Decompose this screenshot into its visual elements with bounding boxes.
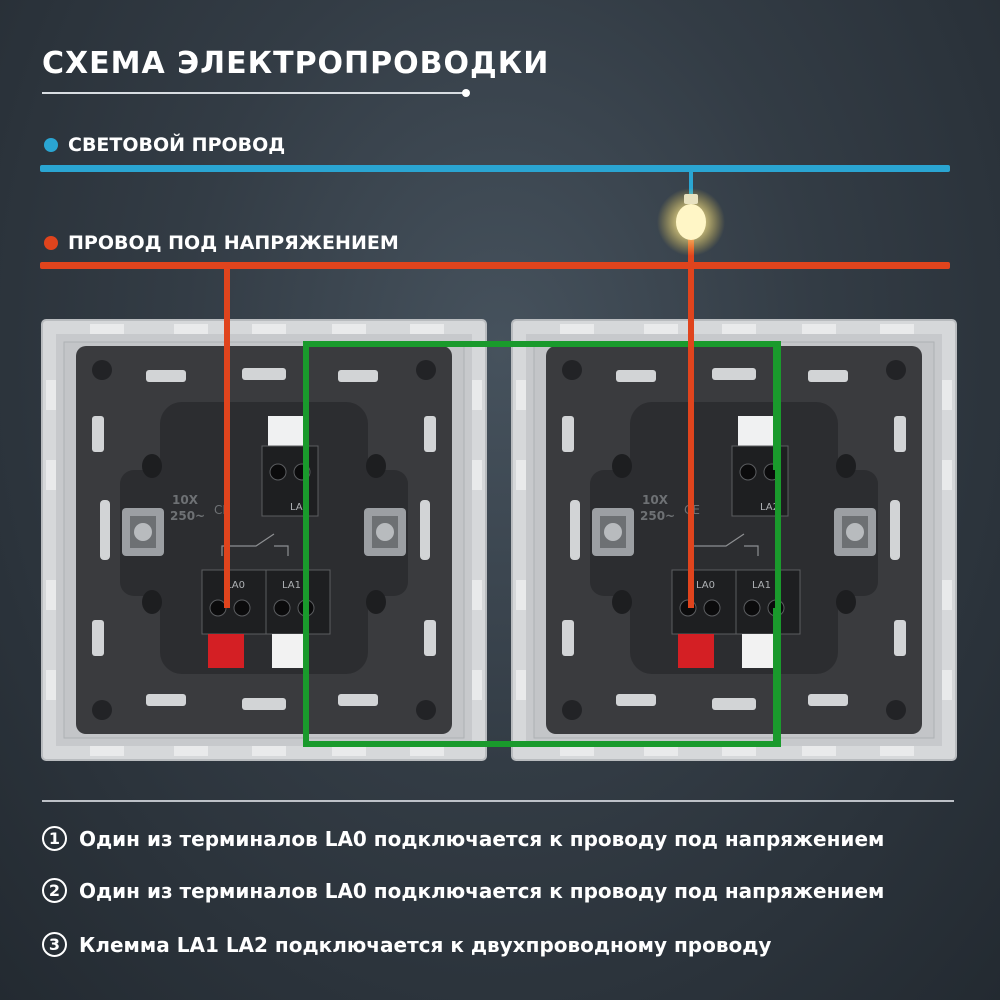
light-wire-line [40,165,950,172]
title-underline-dot [462,89,470,97]
terminal-label-la0: LA0 [226,580,245,591]
terminal-label-la2: LA2 [290,502,309,513]
note-1: 1 Один из терминалов LA0 подключается к … [42,826,884,851]
wiring-diagram: LA2 LA0 LA1 10X 250~ CE LA2 LA0 LA1 10X … [41,170,957,761]
terminal-label-la2: LA2 [760,502,779,513]
rating-label-line2: 250~ [170,509,205,523]
rating-label-line2: 250~ [640,509,675,523]
live-wire-line [40,262,950,269]
notes-divider [42,800,954,802]
legend-light-wire-label: СВЕТОВОЙ ПРОВОД [68,134,286,156]
terminal-label-la0: LA0 [696,580,715,591]
switch-left: LA2 LA0 LA1 10X 250~ CE [41,319,487,761]
note-text: Клемма LA1 LA2 подключается к двухпровод… [79,932,772,957]
legend-live-wire: ПРОВОД ПОД НАПРЯЖЕНИЕМ [44,232,399,254]
note-text: Один из терминалов LA0 подключается к пр… [79,878,885,903]
note-number-icon: 3 [42,932,67,957]
note-number-icon: 1 [42,826,67,851]
title-underline [42,92,466,94]
rating-label-line1: 10X [172,493,199,507]
legend-light-wire: СВЕТОВОЙ ПРОВОД [44,134,285,156]
light-wire-dot-icon [44,138,58,152]
light-bulb-icon [657,188,725,256]
terminal-label-la1: LA1 [282,580,301,591]
note-text: Один из терминалов LA0 подключается к пр… [79,826,885,851]
legend-live-wire-label: ПРОВОД ПОД НАПРЯЖЕНИЕМ [68,232,399,254]
page-title: СХЕМА ЭЛЕКТРОПРОВОДКИ [42,46,550,81]
note-3: 3 Клемма LA1 LA2 подключается к двухпров… [42,932,771,957]
rating-label-line1: 10X [642,493,669,507]
live-wire-dot-icon [44,236,58,250]
note-2: 2 Один из терминалов LA0 подключается к … [42,878,884,903]
note-number-icon: 2 [42,878,67,903]
switch-right: LA2 LA0 LA1 10X 250~ CE [511,319,957,761]
terminal-label-la1: LA1 [752,580,771,591]
